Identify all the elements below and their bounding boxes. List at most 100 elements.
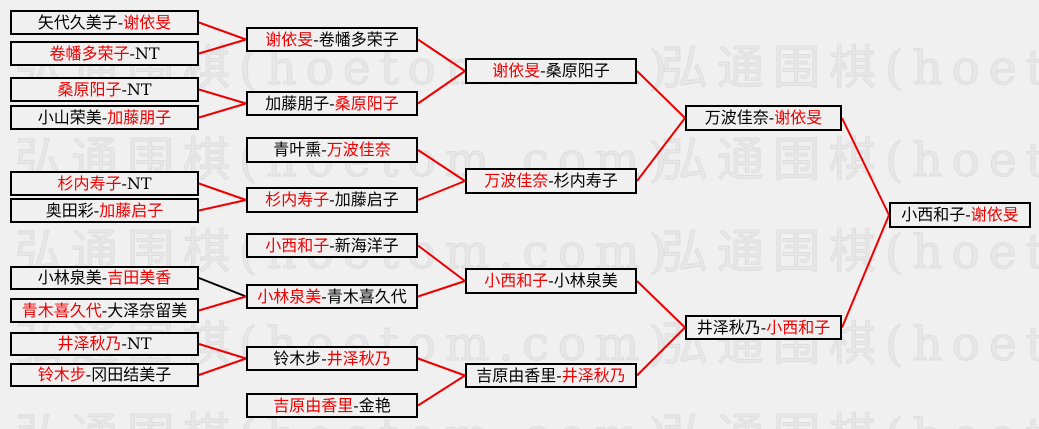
bracket-line xyxy=(636,117,686,182)
player1-name: 奥田彩 xyxy=(45,200,94,220)
player1-name: 桑原阳子 xyxy=(57,79,122,99)
bracket-line xyxy=(198,102,247,119)
player2-name: 小西和子 xyxy=(766,317,831,337)
match-r1-7: 小林泉美-吉田美香 xyxy=(10,266,199,290)
player2-name: 井泽秋乃 xyxy=(326,348,391,368)
player2-name: 大泽奈留美 xyxy=(107,300,188,320)
match-r3-3: 小西和子-小林泉美 xyxy=(465,268,637,294)
vs-dash: - xyxy=(548,171,554,190)
vs-dash: - xyxy=(101,300,108,320)
match-r1-4: 小山荣美-加藤朋子 xyxy=(10,105,199,130)
vs-dash: - xyxy=(965,205,971,224)
bracket-line xyxy=(198,295,247,312)
vs-dash: - xyxy=(556,365,562,385)
player1-name: 小西和子 xyxy=(265,235,330,255)
player1-name: 卷幡多荣子 xyxy=(49,43,130,63)
match-final: 小西和子-谢依旻 xyxy=(889,202,1031,228)
player1-name: 谢依旻 xyxy=(265,29,314,49)
player2-name: 井泽秋乃 xyxy=(561,365,626,385)
player1-name: 小西和子 xyxy=(901,205,966,224)
bracket-line xyxy=(841,214,890,328)
bracket-line xyxy=(417,180,466,201)
player1-name: 吉原由香里 xyxy=(476,365,557,385)
player1-name: 铃木步 xyxy=(37,365,86,384)
match-r1-3: 桑原阳子-NT xyxy=(10,77,199,102)
match-r2-1: 谢依旻-卷幡多荣子 xyxy=(246,27,418,52)
player2-name: 青木喜久代 xyxy=(326,286,407,306)
vs-dash: - xyxy=(117,12,124,32)
vs-dash: - xyxy=(101,107,108,127)
bracket-line xyxy=(841,117,890,216)
match-r3-1: 谢依旻-桑原阳子 xyxy=(465,58,637,84)
match-r2-3: 青叶熏-万波佳奈 xyxy=(246,137,418,163)
vs-dash: - xyxy=(313,29,319,49)
vs-dash: - xyxy=(540,61,546,80)
bracket-line xyxy=(198,277,247,298)
player2-name: 万波佳奈 xyxy=(326,140,391,159)
vs-dash: - xyxy=(329,190,335,209)
player2-name: 谢依旻 xyxy=(774,108,823,127)
match-r2-6: 小林泉美-青木喜久代 xyxy=(246,284,418,309)
player1-name: 谢依旻 xyxy=(492,61,541,80)
player1-name: 井泽秋乃 xyxy=(696,317,761,337)
bracket-line xyxy=(198,88,247,105)
player2-name: 加藤朋子 xyxy=(107,107,172,127)
bracket-line xyxy=(198,21,247,41)
player2-name: 桑原阳子 xyxy=(334,93,399,113)
bracket-line xyxy=(198,199,247,212)
player2-name: 谢依旻 xyxy=(970,205,1019,224)
match-r1-1: 矢代久美子-谢依旻 xyxy=(10,10,199,35)
player1-name: 小山荣美 xyxy=(37,107,102,127)
player1-name: 加藤朋子 xyxy=(265,93,330,113)
bracket-line xyxy=(636,280,686,329)
match-r2-2: 加藤朋子-桑原阳子 xyxy=(246,91,418,116)
watermark-text: 弘通围棋(hoetom.com) xyxy=(661,225,1039,280)
bracket-line xyxy=(417,244,466,282)
match-r3-2: 万波佳奈-杉内寿子 xyxy=(465,168,637,194)
bracket-line xyxy=(198,357,247,376)
player2-name: NT xyxy=(126,173,152,193)
bracket-line xyxy=(417,149,466,182)
match-r2-5: 小西和子-新海洋子 xyxy=(246,233,418,258)
bracket-line xyxy=(417,38,466,72)
player2-name: 小林泉美 xyxy=(553,271,618,290)
vs-dash: - xyxy=(321,140,327,159)
bracket-line xyxy=(198,38,247,55)
player1-name: 井泽秋乃 xyxy=(57,334,122,353)
match-r2-8: 吉原由香里-金艳 xyxy=(246,393,418,418)
match-r1-6: 奥田彩-加藤启子 xyxy=(10,198,199,223)
vs-dash: - xyxy=(101,268,108,287)
player2-name: NT xyxy=(134,43,160,63)
player1-name: 万波佳奈 xyxy=(704,108,769,127)
match-r1-10: 铃木步-冈田结美子 xyxy=(10,363,199,387)
vs-dash: - xyxy=(321,286,327,306)
bracket-line xyxy=(417,70,466,105)
vs-dash: - xyxy=(329,93,335,113)
vs-dash: - xyxy=(121,334,127,353)
vs-dash: - xyxy=(121,173,127,193)
match-r1-5: 杉内寿子-NT xyxy=(10,171,199,196)
watermark-text: 弘通围棋(hoetom.com) xyxy=(661,413,1039,429)
bracket-line xyxy=(636,326,686,377)
vs-dash: - xyxy=(760,317,767,337)
match-r1-8: 青木喜久代-大泽奈留美 xyxy=(10,298,199,323)
player2-name: 加藤启子 xyxy=(334,190,399,209)
vs-dash: - xyxy=(129,43,135,63)
bracket-line xyxy=(417,357,466,377)
player1-name: 青木喜久代 xyxy=(21,300,102,320)
player2-name: 金艳 xyxy=(358,395,391,415)
bracket-line xyxy=(198,182,247,201)
player2-name: NT xyxy=(126,334,152,353)
vs-dash: - xyxy=(548,271,554,290)
vs-dash: - xyxy=(93,200,100,220)
player2-name: 卷幡多荣子 xyxy=(318,29,399,49)
bracket-line xyxy=(198,343,247,360)
player1-name: 青叶熏 xyxy=(273,140,322,159)
player2-name: 冈田结美子 xyxy=(91,365,172,384)
bracket-line xyxy=(636,70,686,119)
player2-name: 新海洋子 xyxy=(334,235,399,255)
player2-name: 吉田美香 xyxy=(107,268,172,287)
vs-dash: - xyxy=(85,365,92,384)
player1-name: 铃木步 xyxy=(273,348,322,368)
